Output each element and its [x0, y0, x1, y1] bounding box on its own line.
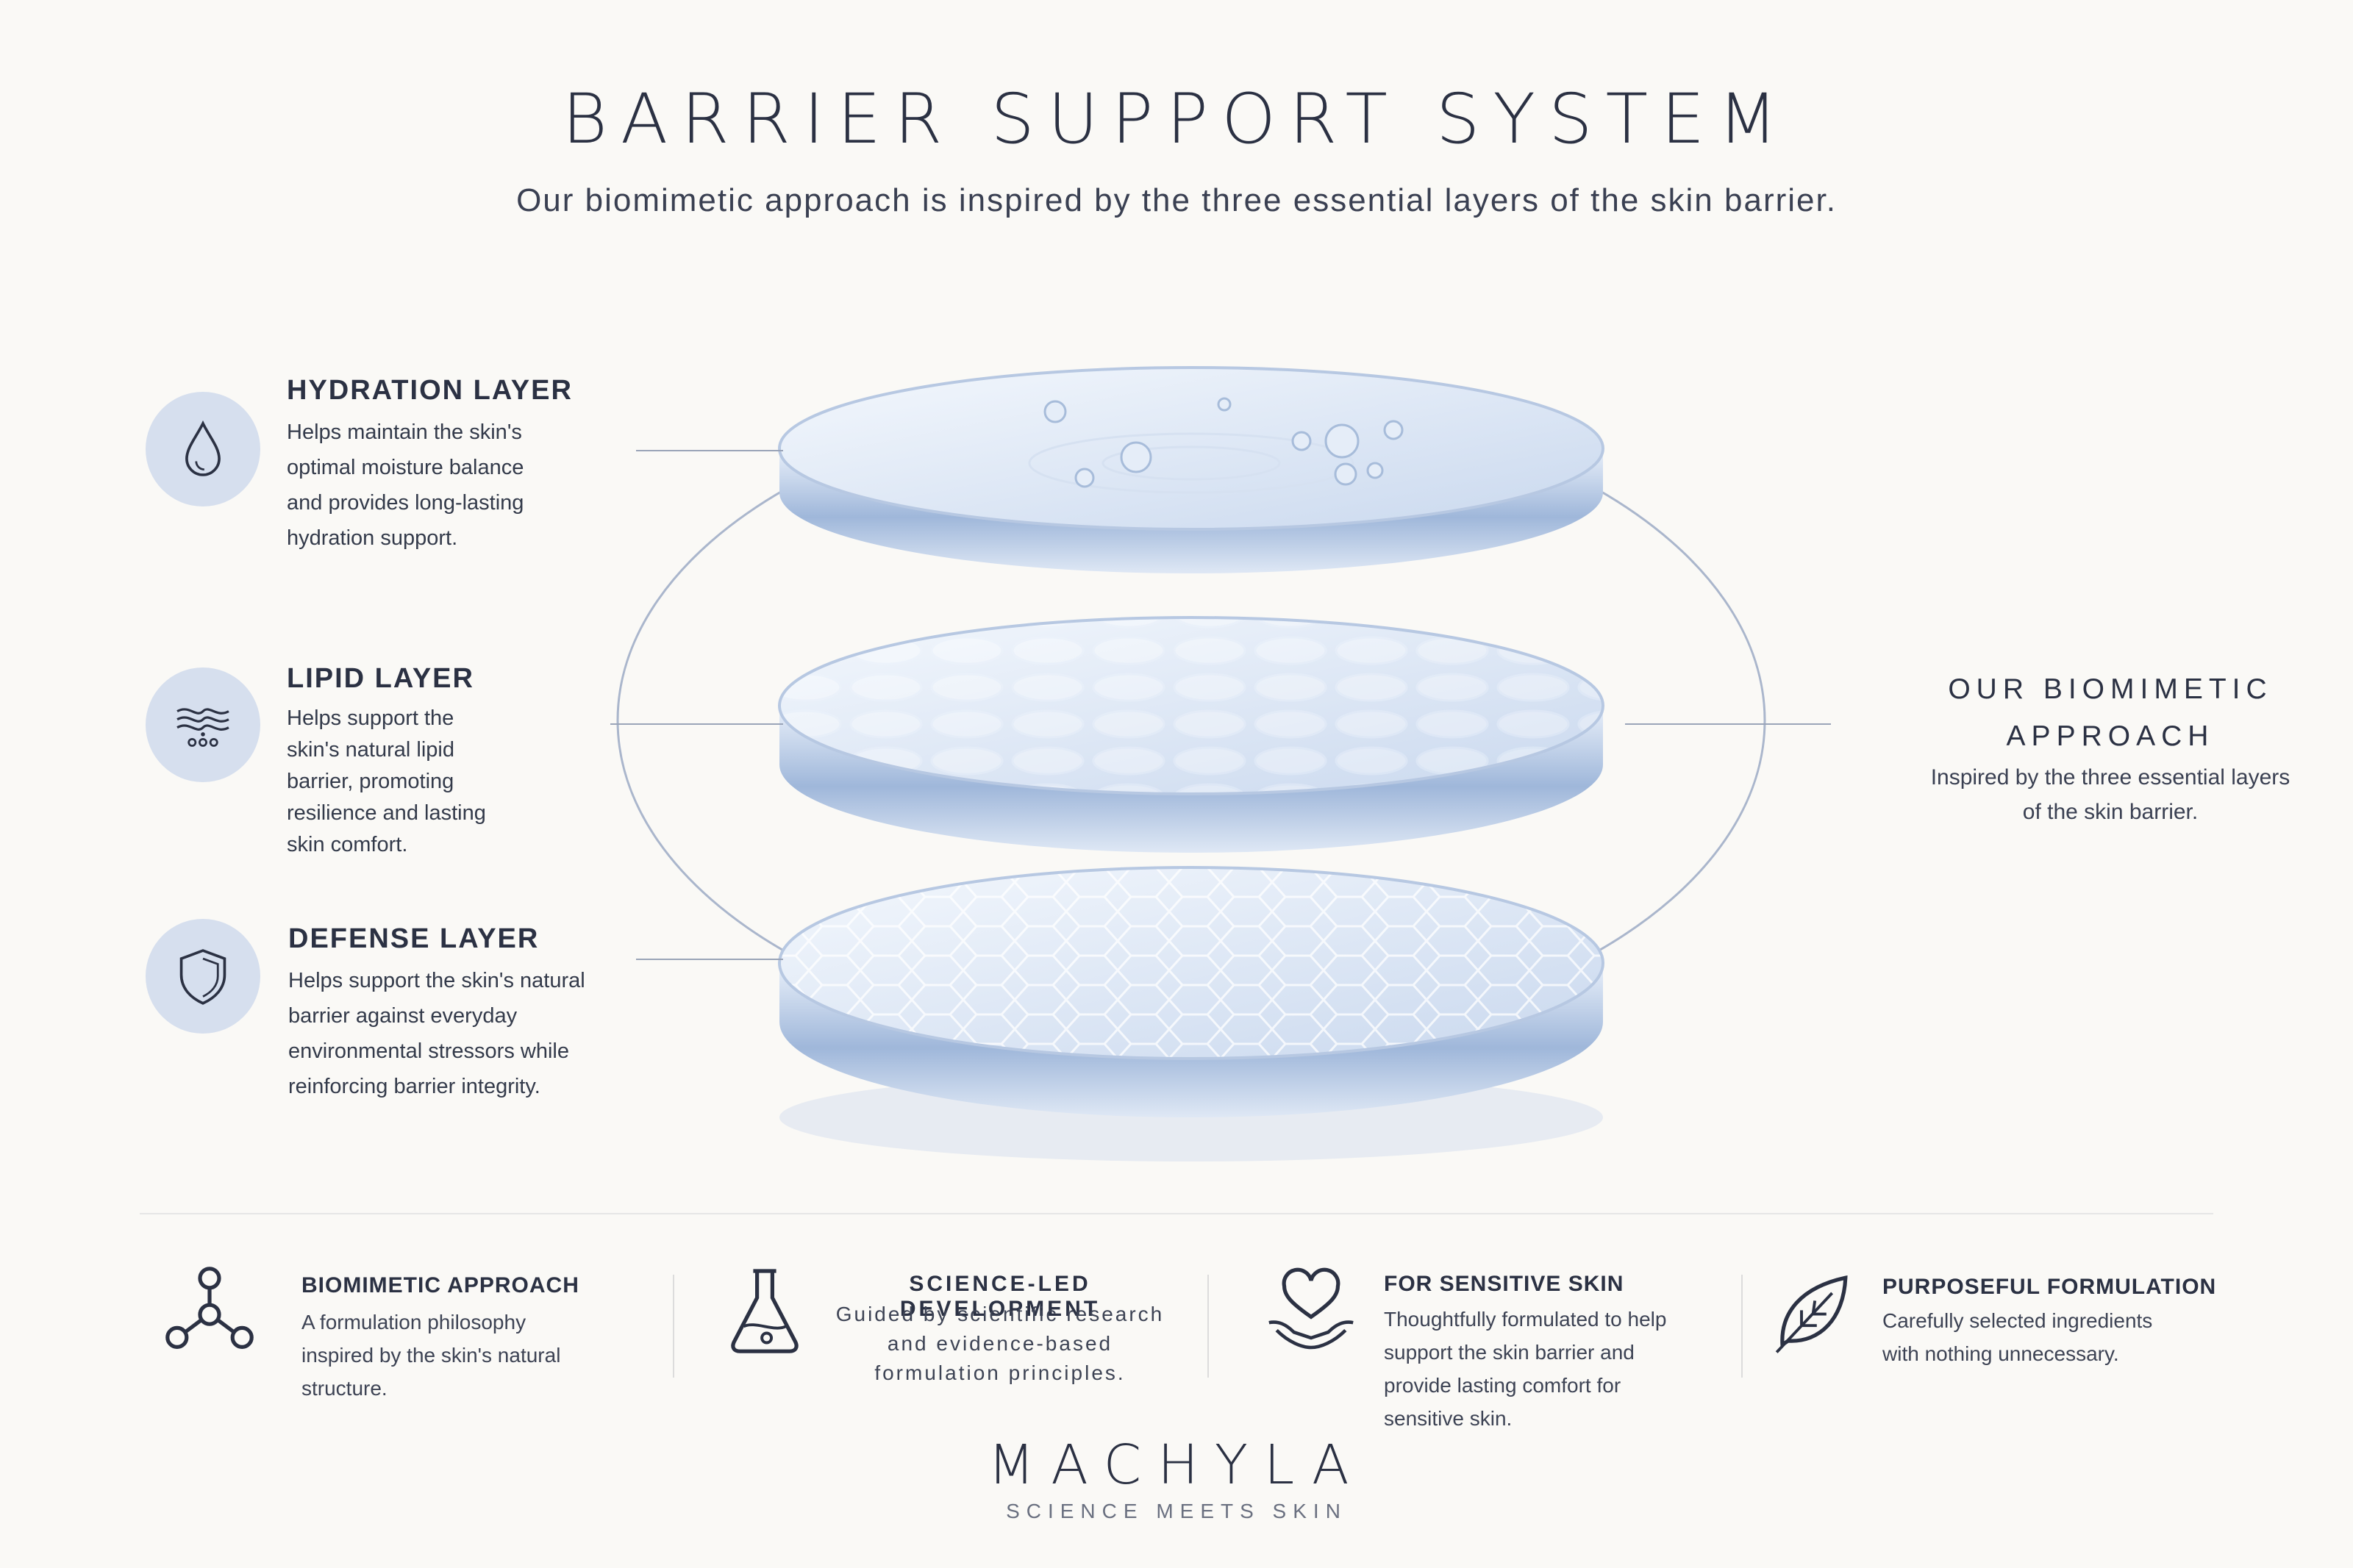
hydration-icon-circle [146, 392, 260, 506]
defense-layer-description: Helps support the skin's natural barrier… [288, 969, 585, 1098]
flask-icon [731, 1269, 799, 1353]
hydration-layer-title: HYDRATION LAYER [287, 375, 573, 406]
feature-divider-2 [1207, 1275, 1209, 1378]
defense-layer-title: DEFENSE LAYER [288, 923, 540, 954]
feature-purposeful-description: Carefully selected ingredients with noth… [1882, 1309, 2153, 1365]
hydration-layer-description: Helps maintain the skin's optimal moistu… [287, 420, 524, 550]
feature-sensitive-icon-wrap [1263, 1261, 1359, 1361]
feature-sensitive-title: FOR SENSITIVE SKIN [1384, 1272, 1624, 1296]
defense-icon-circle [146, 919, 260, 1034]
feature-divider-3 [1741, 1275, 1743, 1378]
hydration-connector [636, 450, 783, 451]
lipid-waves-icon [176, 708, 229, 747]
approach-description: Inspired by the three essential layers o… [1930, 765, 2290, 824]
page-title: BARRIER SUPPORT SYSTEM [562, 79, 1791, 160]
approach-title: OUR BIOMIMETIC APPROACH [1948, 673, 2273, 752]
feature-sensitive-description: Thoughtfully formulated to help support … [1384, 1308, 1667, 1430]
shield-icon [179, 949, 226, 1005]
feature-divider-1 [673, 1275, 674, 1378]
section-divider [140, 1213, 2213, 1214]
defense-connector [636, 959, 783, 960]
feature-purposeful-icon-wrap [1763, 1264, 1859, 1364]
feature-biomimetic-title: BIOMIMETIC APPROACH [301, 1273, 579, 1297]
molecule-icon [165, 1267, 254, 1349]
layers-illustration [616, 366, 1766, 1161]
feature-science-title: SCIENCE-LED DEVELOPMENT [899, 1272, 1101, 1321]
brand-name: MACHYLA [988, 1433, 1365, 1497]
water-drop-icon [185, 420, 221, 476]
feature-science-description: Guided by scientific research and eviden… [835, 1303, 1165, 1384]
lipid-connector [610, 723, 783, 725]
feature-science-icon-wrap [717, 1261, 813, 1361]
hydration-disc [778, 366, 1604, 573]
feature-purposeful-title: PURPOSEFUL FORMULATION [1882, 1275, 2217, 1299]
lipid-icon-circle [146, 667, 260, 782]
page-subtitle: Our biomimetic approach is inspired by t… [516, 182, 1837, 218]
brand-tagline: SCIENCE MEETS SKIN [1006, 1500, 1347, 1522]
lipid-layer-title: LIPID LAYER [287, 663, 474, 694]
feature-biomimetic-description: A formulation philosophy inspired by the… [301, 1311, 561, 1400]
leaf-icon [1775, 1275, 1848, 1353]
heart-hand-icon [1268, 1267, 1354, 1350]
feature-biomimetic-icon-wrap [162, 1263, 257, 1362]
defense-disc [778, 866, 1604, 1117]
approach-connector [1625, 723, 1831, 725]
lipid-disc [778, 616, 1604, 853]
lipid-layer-description: Helps support the skin's natural lipid b… [287, 706, 486, 856]
